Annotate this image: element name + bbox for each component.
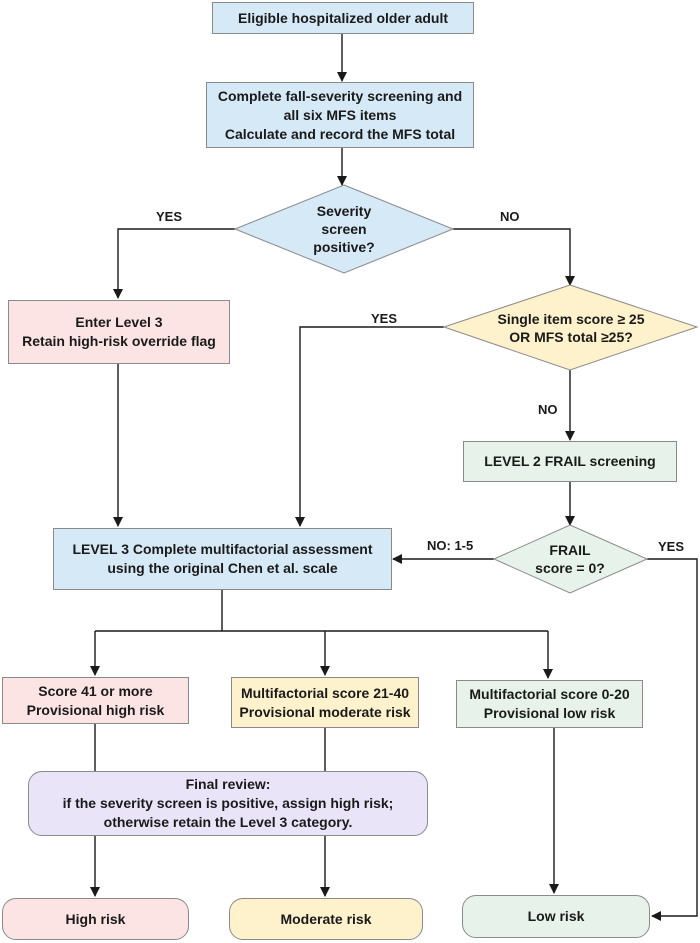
- start-node: Eligible hospitalized older adult: [212, 2, 474, 34]
- single-item-yes-label: YES: [371, 311, 398, 326]
- single-item-no-label: NO: [538, 402, 558, 417]
- provisional-moderate-node: Multifactorial score 21-40 Provisional m…: [231, 677, 419, 728]
- severity-yes-label: YES: [156, 209, 183, 224]
- single-item-decision-label: Single item score ≥ 25 OR MFS total ≥25?: [497, 311, 645, 345]
- severity-no-label: NO: [500, 209, 520, 224]
- low-risk-outcome: Low risk: [462, 895, 650, 938]
- edge-single-yes: [295, 326, 444, 527]
- high-risk-outcome: High risk: [2, 898, 189, 940]
- final-review-node: Final review: if the severity screen is …: [28, 771, 428, 836]
- severity-decision-label: Severity screen positive?: [313, 203, 375, 255]
- severity-decision-shape: [233, 184, 455, 274]
- frail-decision-label: FRAIL score = 0?: [535, 542, 605, 576]
- provisional-low-node: Multifactorial score 0-20 Provisional lo…: [456, 680, 643, 728]
- frail-decision-shape: [492, 524, 649, 594]
- edge-level3-to-branches: [95, 590, 548, 632]
- frail-yes-label: YES: [658, 539, 685, 554]
- screening-node: Complete fall-severity screening and all…: [206, 82, 474, 148]
- provisional-high-node: Score 41 or more Provisional high risk: [2, 677, 189, 724]
- enter-level3-node: Enter Level 3 Retain high-risk override …: [8, 300, 230, 364]
- single-item-decision-shape: [442, 284, 699, 371]
- edge-severity-no: [453, 228, 575, 286]
- level2-node: LEVEL 2 FRAIL screening: [463, 441, 677, 482]
- moderate-risk-outcome: Moderate risk: [229, 898, 423, 940]
- level3-node: LEVEL 3 Complete multifactorial assessme…: [53, 528, 392, 590]
- edge-severity-yes: [113, 228, 235, 299]
- edge-frail-yes: [647, 558, 698, 921]
- frail-no-label: NO: 1-5: [427, 538, 474, 553]
